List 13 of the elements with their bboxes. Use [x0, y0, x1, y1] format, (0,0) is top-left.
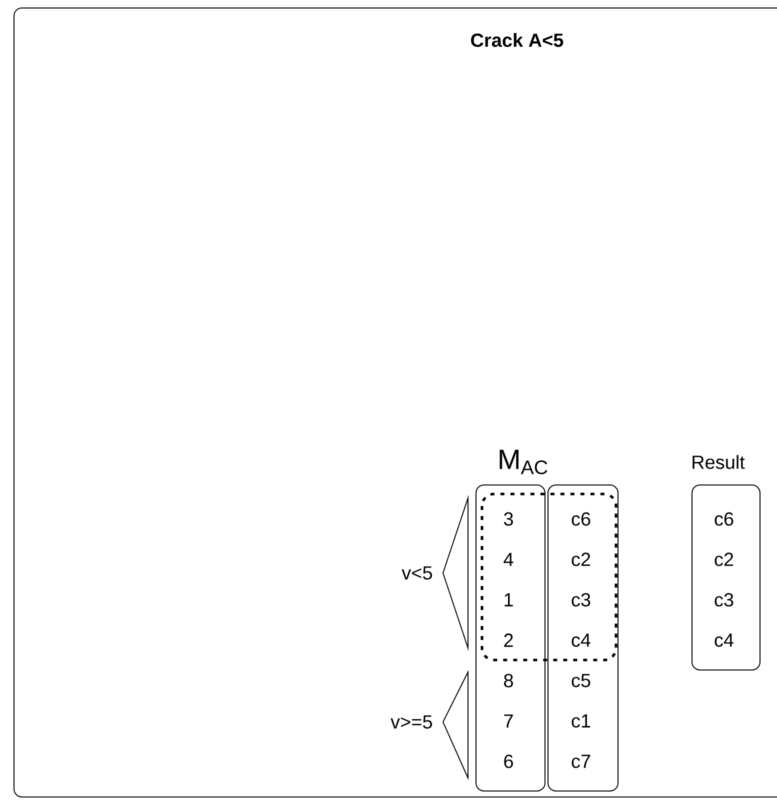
result-box: c6 c2 c3 c4 [692, 484, 760, 670]
column-box: c6 c2 c3 c4 c5 c1 c7 [548, 484, 618, 792]
matrix-heading: M$_{AC}$ [500, 450, 548, 474]
node-label: c6 [714, 512, 734, 526]
node-label: v<5 [402, 566, 432, 580]
node-label: v>=5 [390, 715, 432, 729]
node-label: c3 [714, 593, 734, 607]
column-box: 3 4 1 2 8 7 6 [476, 484, 546, 792]
heading: Result [692, 455, 745, 469]
selection-outline [480, 492, 618, 662]
node-label: c4 [714, 634, 734, 647]
title: Crack A<5 [471, 33, 564, 47]
node-label: c2 [714, 552, 734, 566]
